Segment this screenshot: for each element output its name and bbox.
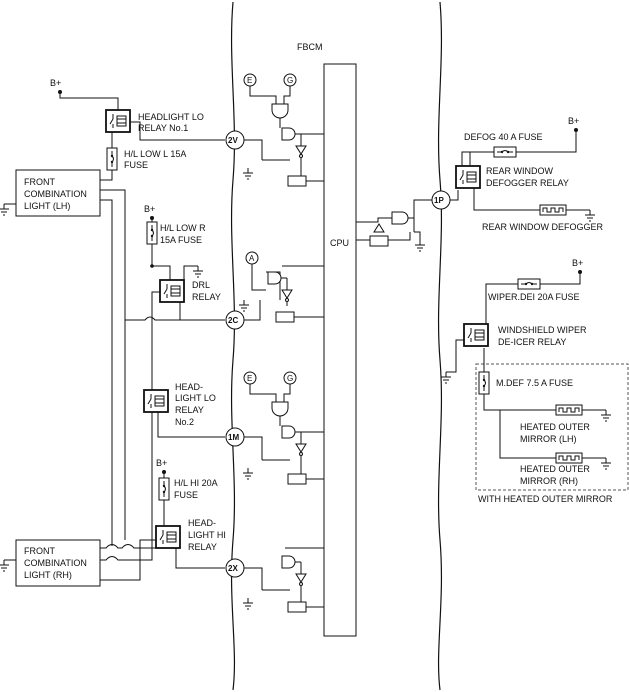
headlight-lo-relay-2 xyxy=(143,389,169,413)
headlight-lo-relay-1 xyxy=(105,109,131,133)
headlight-lo-relay-2-label-1: HEAD- xyxy=(175,382,203,392)
hl-low-r-fuse xyxy=(146,221,158,245)
headlight-hi-relay-label-2: LIGHT HI xyxy=(188,530,226,540)
resistor-3 xyxy=(287,473,307,485)
front-combination-rh-label-3: LIGHT (RH) xyxy=(24,570,72,580)
resistor-4 xyxy=(287,601,307,613)
rear-window-defogger-relay-label-1: REAR WINDOW xyxy=(486,166,554,176)
and-gate-5 xyxy=(391,211,409,225)
resistor-1 xyxy=(287,175,307,187)
front-combination-lh-label-2: COMBINATION xyxy=(24,189,87,199)
fbcm-label: FBCM xyxy=(297,42,323,52)
front-combination-lh-label-1: FRONT xyxy=(24,177,55,187)
front-combination-light-lh xyxy=(15,169,101,217)
svg-text:E: E xyxy=(247,76,252,85)
windshield-wiper-deicer-relay xyxy=(463,323,489,347)
defog-fuse xyxy=(493,146,517,158)
heated-mirror-option-box xyxy=(475,363,629,491)
hl-hi-fuse-label-2: FUSE xyxy=(174,490,198,500)
heated-mirror-lh-label-1: HEATED OUTER xyxy=(520,422,590,432)
connector-2v-label: 2V xyxy=(228,136,238,145)
hl-low-l-fuse xyxy=(106,147,118,171)
drl-relay-label-2: RELAY xyxy=(192,292,221,302)
cpu-block xyxy=(323,63,357,637)
headlight-lo-relay-1-label-1: HEADLIGHT LO xyxy=(138,112,204,122)
fbcm-left-boundary xyxy=(230,1,236,691)
rear-window-defogger-label: REAR WINDOW DEFOGGER xyxy=(482,222,603,232)
supply-b-plus-3: B+ xyxy=(156,458,167,468)
and-gate-1 xyxy=(271,103,289,119)
output-driver-1 xyxy=(281,127,307,163)
svg-text:E: E xyxy=(247,374,252,383)
and-gate-2 xyxy=(271,401,289,417)
heated-mirror-option-label: WITH HEATED OUTER MIRROR xyxy=(478,494,613,504)
hl-low-l-fuse-label-1: H/L LOW L 15A xyxy=(124,149,186,159)
headlight-hi-relay-label-1: HEAD- xyxy=(188,518,216,528)
drl-relay-label-1: DRL xyxy=(192,280,210,290)
drl-relay xyxy=(159,279,185,303)
front-combination-lh-label-3: LIGHT (LH) xyxy=(24,201,70,211)
rear-window-defogger-relay xyxy=(455,165,481,189)
supply-b-plus-4: B+ xyxy=(568,116,579,126)
hl-hi-fuse-label-1: H/L HI 20A xyxy=(174,478,218,488)
headlight-lo-relay-2-label-2: LIGHT LO xyxy=(175,393,216,403)
hl-low-r-fuse-label-2: 15A FUSE xyxy=(160,235,202,245)
mdef-fuse xyxy=(478,371,490,395)
heated-mirror-rh-label-1: HEATED OUTER xyxy=(520,464,590,474)
heated-mirror-rh-element xyxy=(555,452,583,464)
svg-text:A: A xyxy=(249,254,255,263)
svg-text:G: G xyxy=(287,76,293,85)
supply-b-plus-5: B+ xyxy=(572,258,583,268)
supply-b-plus-2: B+ xyxy=(144,204,155,214)
connector-1m-label: 1M xyxy=(228,433,239,442)
supply-b-plus-1: B+ xyxy=(50,78,61,88)
headlight-lo-relay-1-label-2: RELAY No.1 xyxy=(138,123,188,133)
headlight-lo-relay-2-label-4: No.2 xyxy=(175,417,194,427)
connector-2x-label: 2X xyxy=(228,564,238,573)
headlight-hi-relay-label-3: RELAY xyxy=(188,542,217,552)
wiper-dei-fuse-label: WIPER.DEI 20A FUSE xyxy=(488,292,580,302)
output-driver-4 xyxy=(281,555,307,591)
cpu-label: CPU xyxy=(330,238,349,248)
fbcm-right-boundary xyxy=(437,1,443,691)
front-combination-light-rh xyxy=(15,539,101,587)
headlight-lo-relay-2-label-3: RELAY xyxy=(175,405,204,415)
hl-hi-fuse xyxy=(158,477,170,501)
output-driver-3 xyxy=(281,425,307,461)
hl-low-r-fuse-label-1: H/L LOW R xyxy=(160,223,206,233)
wiper-dei-fuse xyxy=(517,278,541,290)
windshield-wiper-deicer-relay-label-1: WINDSHIELD WIPER xyxy=(498,325,587,335)
connector-1p-label: 1P xyxy=(434,196,444,205)
defog-fuse-label: DEFOG 40 A FUSE xyxy=(464,132,543,142)
hl-low-l-fuse-label-2: FUSE xyxy=(124,160,148,170)
heated-mirror-lh-element xyxy=(555,404,583,416)
front-combination-rh-label-1: FRONT xyxy=(24,546,55,556)
front-combination-rh-label-2: COMBINATION xyxy=(24,558,87,568)
resistor-2 xyxy=(275,311,295,323)
heated-mirror-rh-label-2: MIRROR (RH) xyxy=(520,476,578,486)
rear-window-defogger-relay-label-2: DEFOGGER RELAY xyxy=(486,178,569,188)
resistor-5 xyxy=(369,235,389,247)
heated-mirror-lh-label-2: MIRROR (LH) xyxy=(520,434,577,444)
windshield-wiper-deicer-relay-label-2: DE-ICER RELAY xyxy=(498,337,566,347)
headlight-hi-relay xyxy=(155,525,181,549)
connector-2c-label: 2C xyxy=(228,316,238,325)
rear-window-defogger-element xyxy=(539,204,567,216)
svg-text:G: G xyxy=(287,374,293,383)
mdef-fuse-label: M.DEF 7.5 A FUSE xyxy=(496,378,573,388)
